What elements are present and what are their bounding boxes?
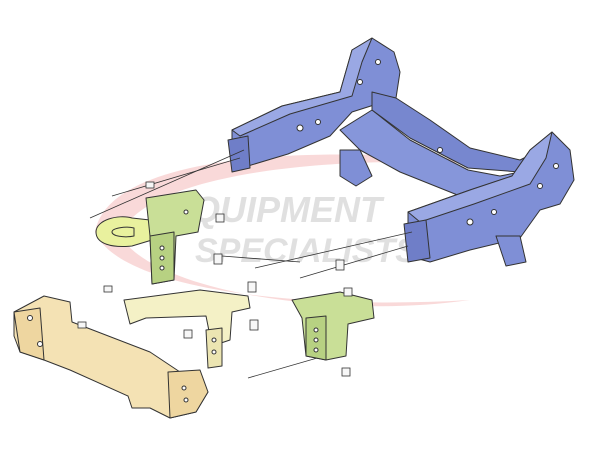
frame-right-rail-top <box>407 131 553 223</box>
watermark-logo: EQUIPMENT SPECIALISTS <box>95 154 560 307</box>
frame-left-end <box>227 135 251 173</box>
frame-hole <box>466 218 474 226</box>
frame-left-rail-top <box>231 37 373 137</box>
center-plate-leg <box>205 327 223 369</box>
bolt-nut-hardware-icon <box>213 253 223 265</box>
bolt-nut-hardware-icon <box>77 321 87 329</box>
frame-hole <box>375 59 381 65</box>
bolt-hole <box>159 265 165 271</box>
frame-hole <box>315 119 321 125</box>
bolt-nut-hardware-icon <box>145 181 155 189</box>
bolt-hole <box>181 385 187 391</box>
watermark-line1: EQUIPMENT <box>168 189 385 230</box>
receiver-tube-end-left <box>13 307 45 361</box>
bolt-nut-hardware-icon <box>247 281 257 293</box>
bolt-nut-hardware-icon <box>343 287 353 297</box>
bolt-hole <box>27 315 33 321</box>
bolt-hole <box>183 397 189 403</box>
bolt-nut-hardware-icon <box>249 319 259 331</box>
frame-spring-hanger-left <box>339 149 373 187</box>
frame-spring-hanger-right <box>495 235 527 267</box>
bolt-hole <box>313 327 319 333</box>
right-mount-bracket <box>291 291 375 361</box>
bolt-hole <box>183 209 189 215</box>
bolt-hole <box>159 255 165 261</box>
bolt-nut-hardware <box>77 181 353 377</box>
watermark-line2: SPECIALISTS <box>195 232 418 270</box>
bolt-nut-hardware-icon <box>103 285 113 293</box>
bolt-nut-hardware-icon <box>335 259 345 271</box>
frame-hole <box>537 183 543 189</box>
bolt-nut-hardware-icon <box>341 367 351 377</box>
bolt-hole <box>313 337 319 343</box>
frame-hole <box>491 209 497 215</box>
frame-hole <box>553 163 559 169</box>
bolt-hole <box>37 341 43 347</box>
receiver-tube-assembly <box>13 295 209 419</box>
frame-hole <box>357 79 363 85</box>
left-mount-bracket <box>95 189 205 285</box>
frame-hole <box>437 147 443 153</box>
bolt-nut-hardware-icon <box>183 329 193 339</box>
bolt-hole <box>211 337 217 343</box>
right-bracket-plate <box>291 291 375 361</box>
tow-hook-icon <box>95 216 153 247</box>
frame-hole <box>296 124 304 132</box>
center-mount-plate <box>123 289 251 369</box>
bolt-hole <box>313 347 319 353</box>
vehicle-frame <box>227 37 575 267</box>
bolt-nut-hardware-icon <box>215 213 225 223</box>
bolt-hole <box>159 245 165 251</box>
bolt-hole <box>211 349 217 355</box>
receiver-tube-end-right <box>167 369 209 419</box>
frame-right-end <box>403 219 431 263</box>
